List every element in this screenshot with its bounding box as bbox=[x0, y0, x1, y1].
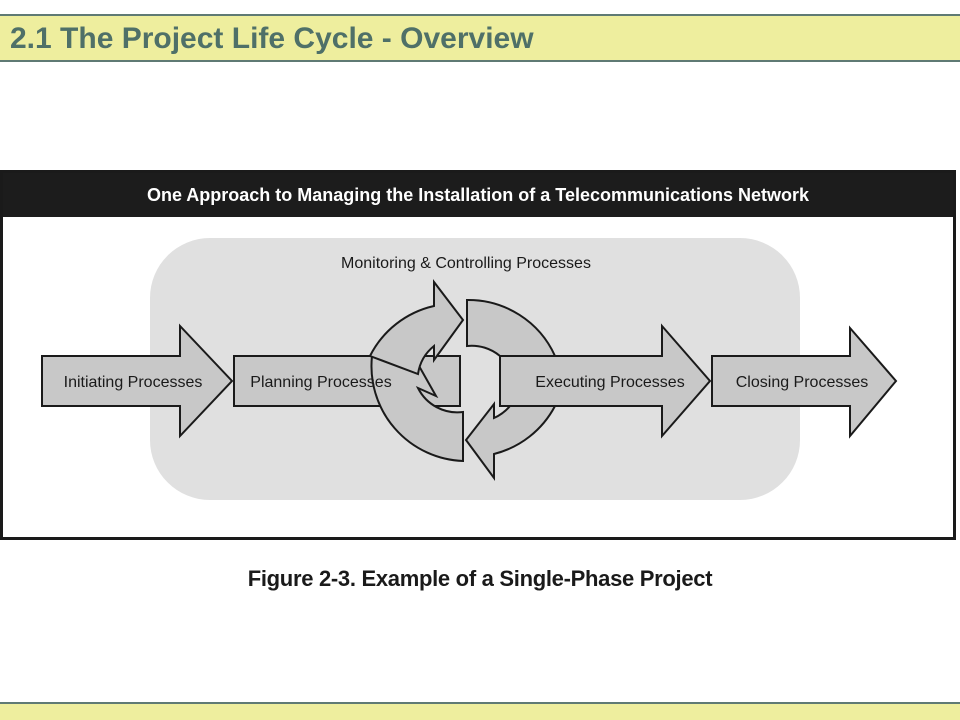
closing-label: Closing Processes bbox=[736, 374, 869, 391]
initiating-label: Initiating Processes bbox=[64, 374, 203, 391]
executing-label: Executing Processes bbox=[535, 374, 684, 391]
monitoring-label: Monitoring & Controlling Processes bbox=[341, 255, 591, 272]
figure-caption: Figure 2-3. Example of a Single-Phase Pr… bbox=[247, 566, 713, 591]
cycle-arrow-right-bottom bbox=[464, 401, 557, 482]
monitoring-panel bbox=[150, 238, 800, 500]
figure-header: One Approach to Managing the Installatio… bbox=[3, 173, 953, 217]
planning-label: Planning Processes bbox=[250, 374, 391, 391]
bottom-bar bbox=[0, 702, 960, 720]
closing-arrow bbox=[711, 325, 898, 439]
title-bar: 2.1 The Project Life Cycle - Overview bbox=[0, 14, 960, 62]
initiating-arrow bbox=[41, 323, 234, 439]
cycle-arrow-upper bbox=[368, 279, 465, 376]
cycle-arrow-lower bbox=[370, 348, 464, 463]
slide-title: 2.1 The Project Life Cycle - Overview bbox=[10, 22, 534, 55]
cycle-arrow-right-top bbox=[466, 298, 557, 357]
